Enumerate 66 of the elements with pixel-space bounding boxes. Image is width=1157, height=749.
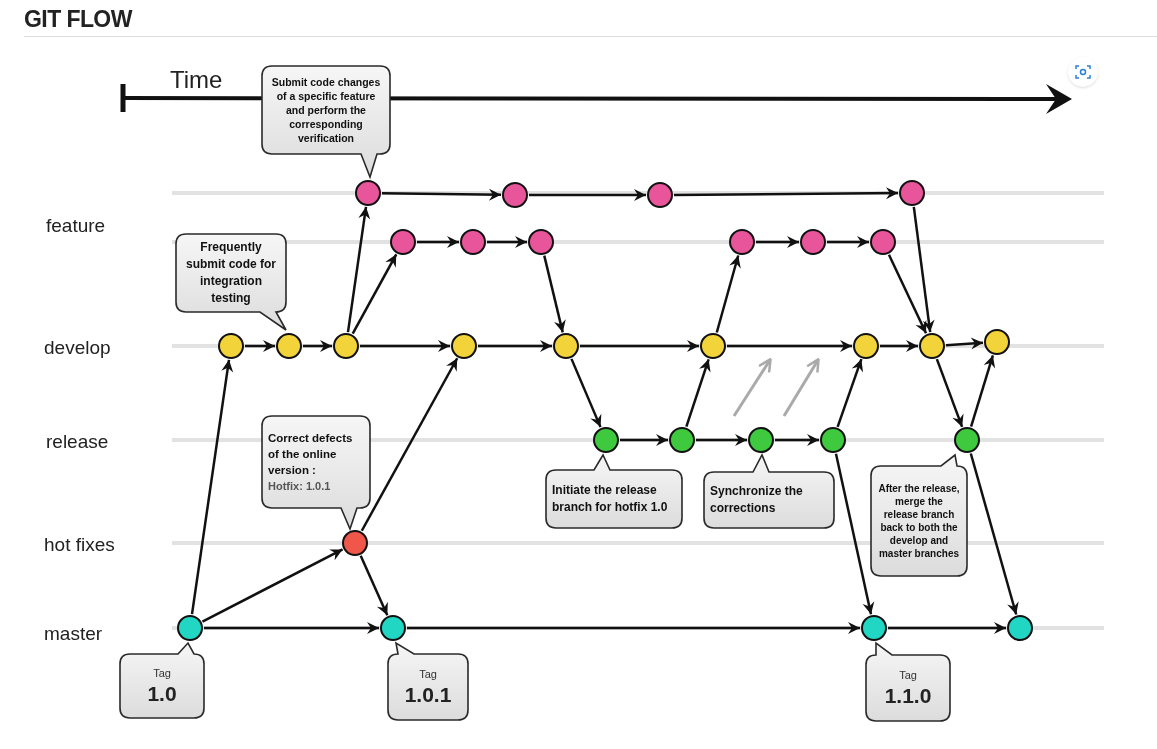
tag-label: Tag <box>153 665 171 681</box>
arrow <box>543 255 566 333</box>
arrow <box>570 358 602 428</box>
arrow <box>945 337 984 350</box>
lane-label: master <box>44 622 103 646</box>
arrow <box>303 340 332 352</box>
callout-text: Correct defects of the online version : <box>268 431 354 478</box>
arrow <box>715 255 741 333</box>
lane-label: feature <box>46 214 106 238</box>
version-number: 1.0.1 <box>404 682 452 709</box>
arrow <box>359 555 389 616</box>
arrow <box>912 206 935 333</box>
lane-label: release <box>46 430 109 454</box>
arrow <box>417 236 459 248</box>
arrow <box>351 253 398 335</box>
arrow <box>360 340 450 352</box>
arrow <box>756 236 799 248</box>
arrow <box>245 340 275 352</box>
arrow <box>969 453 1019 615</box>
arrow <box>727 340 852 352</box>
lane-label: develop <box>44 336 111 360</box>
arrow <box>880 340 918 352</box>
callout-text: After the release, merge the release branch back to both the develop and master branches <box>877 482 961 560</box>
speech-bubble <box>262 416 370 529</box>
speech-bubble <box>176 234 286 330</box>
speech-bubble <box>546 455 682 528</box>
axis-label: Time <box>170 65 223 95</box>
version-number: 1.0 <box>147 681 177 708</box>
arrow <box>620 434 668 446</box>
arrow <box>685 358 711 428</box>
arrow <box>346 206 371 333</box>
arrow <box>935 358 964 428</box>
lane-label: hot fixes <box>44 533 115 557</box>
callout-text: Submit code changes of a specific feature and perform the corresponding verification <box>270 75 382 145</box>
arrow <box>190 359 234 615</box>
arrow <box>478 340 552 352</box>
tag-label: Tag <box>419 666 437 682</box>
arrow <box>529 189 646 201</box>
arrow <box>674 187 898 200</box>
tag-callout <box>120 643 204 718</box>
arrow <box>487 236 527 248</box>
callout-text: Initiate the release branch for hotfix 1.0 <box>552 482 669 516</box>
callout-text: Synchronize the corrections <box>710 483 804 517</box>
callout-text: Frequently submit code for integration testing <box>185 239 277 307</box>
tag-label: Tag <box>899 667 917 683</box>
arrow <box>696 434 747 446</box>
arrow <box>407 622 860 634</box>
tag-callout <box>866 643 950 721</box>
version-number: 1.1.0 <box>884 683 932 710</box>
arrow <box>382 188 501 201</box>
callout-text: Hotfix: 1.0.1 <box>268 479 332 494</box>
arrow <box>580 340 699 352</box>
tag-callout <box>388 643 468 720</box>
arrow <box>887 254 928 334</box>
speech-bubble <box>262 66 390 177</box>
arrow <box>775 434 819 446</box>
page-title: GIT FLOW <box>24 5 132 34</box>
arrow <box>360 357 459 532</box>
arrow <box>888 622 1006 634</box>
speech-bubble <box>871 455 967 576</box>
arrow <box>204 622 379 634</box>
arrow <box>836 358 864 428</box>
arrow <box>834 453 875 615</box>
speech-bubble <box>704 455 834 528</box>
arrow <box>827 236 869 248</box>
arrow <box>969 355 996 427</box>
